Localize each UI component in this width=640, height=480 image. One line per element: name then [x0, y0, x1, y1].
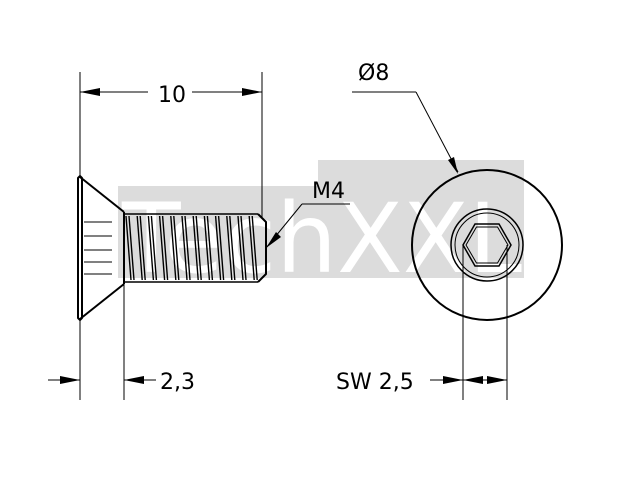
thread-line: [195, 215, 202, 281]
thread-label: M4: [312, 179, 345, 204]
thread-leader: [265, 203, 350, 249]
thread-line: [181, 215, 188, 281]
screw-head-view: [411, 169, 563, 321]
dimension-head-height: [48, 284, 156, 400]
thread-line: [229, 215, 236, 281]
thread-line: [139, 215, 146, 281]
thread-line: [125, 215, 132, 281]
thread-line: [203, 215, 211, 281]
thread-line: [192, 215, 199, 281]
thread-line: [173, 215, 180, 281]
thread-line: [128, 215, 135, 281]
thread-line: [206, 215, 214, 281]
length-label: 10: [158, 83, 186, 108]
head-height-label: 2,3: [160, 370, 195, 395]
thread-line: [136, 215, 143, 281]
diameter-leader: [352, 91, 459, 174]
thread-line: [170, 215, 177, 281]
thread-lines: [125, 215, 258, 281]
thread-line: [237, 215, 244, 281]
thread-line: [217, 215, 225, 281]
thread-line: [251, 215, 258, 281]
diameter-label: Ø8: [358, 61, 389, 86]
dimension-wrench-size: [430, 245, 508, 400]
thread-line: [226, 215, 233, 281]
screw-side-view: [77, 175, 267, 321]
thread-line: [214, 215, 222, 281]
thread-line: [147, 215, 155, 281]
wrench-size-label: SW 2,5: [336, 370, 414, 395]
thread-line: [161, 215, 169, 281]
head-marks: [84, 221, 112, 275]
dimension-length: [79, 72, 263, 218]
thread-line: [240, 215, 247, 281]
thread-line: [158, 215, 166, 281]
thread-line: [248, 215, 255, 281]
thread-line: [184, 215, 191, 281]
thread-line: [150, 215, 158, 281]
